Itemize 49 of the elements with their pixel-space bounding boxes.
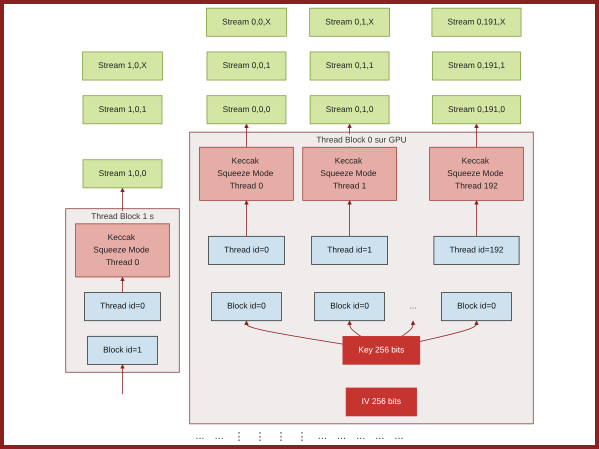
node-box: Thread id=0 [208, 236, 285, 265]
node-box: IV 256 bits [346, 388, 417, 416]
node-box: Thread id=0 [84, 292, 161, 322]
ellipsis-label: ⋮ [234, 430, 245, 443]
node-box: Keccak Squeeze Mode Thread 0 [199, 146, 294, 201]
arrow [120, 276, 125, 293]
node-box: Stream 0,191,1 [432, 52, 521, 80]
arrow [420, 320, 479, 342]
node-box: Stream 0,0,X [206, 8, 287, 37]
node-box: Thread id=1 [311, 236, 388, 265]
arrow [244, 320, 344, 345]
ellipsis-label: ... [356, 430, 366, 443]
node-box: Stream 0,1,X [309, 8, 390, 37]
node-box: Stream 0,0,0 [206, 95, 286, 124]
arrow [244, 200, 249, 237]
arrow [474, 124, 479, 148]
arrow [401, 320, 416, 337]
node-box: Stream 1,0,0 [82, 159, 162, 188]
ellipsis-label: ... [336, 430, 346, 443]
node-box: Key 256 bits [342, 336, 420, 365]
ellipsis-label: ... [214, 430, 224, 443]
arrow [347, 320, 362, 337]
node-box: Stream 0,191,X [432, 8, 522, 37]
node-box: Stream 0,0,1 [206, 52, 286, 80]
node-box: Keccak Squeeze Mode Thread 192 [429, 146, 524, 201]
node-box: Stream 0,1,1 [310, 52, 390, 80]
node-box: Thread id=192 [434, 236, 520, 265]
ellipsis-label: ⋮ [254, 430, 266, 443]
node-box: Keccak Squeeze Mode Thread 0 [75, 223, 170, 278]
arrow [347, 200, 352, 237]
node-box: Block id=0 [441, 292, 512, 322]
ellipsis-label: ... [375, 430, 384, 443]
node-box: Block id=0 [314, 292, 385, 322]
ellipsis-label: ... [394, 430, 404, 443]
node-text: ... [410, 302, 417, 311]
node-box: Stream 0,191,0 [432, 95, 521, 124]
node-box: Block id=0 [211, 292, 282, 322]
ellipsis-label: ⋮ [296, 430, 308, 443]
ellipsis-label: ... [195, 430, 205, 443]
node-box: Stream 1,0,1 [82, 95, 162, 124]
node-box: Block id=1 [87, 336, 158, 365]
arrow [474, 200, 479, 237]
node-box: Stream 1,0,X [82, 52, 163, 80]
arrow [244, 124, 249, 148]
arrow [120, 364, 125, 395]
ellipsis-label: ... [318, 430, 327, 443]
node-box: Keccak Squeeze Mode Thread 1 [302, 146, 397, 201]
ellipsis-label: ⋮ [276, 430, 287, 443]
node-box: Stream 0,1,0 [310, 95, 390, 124]
